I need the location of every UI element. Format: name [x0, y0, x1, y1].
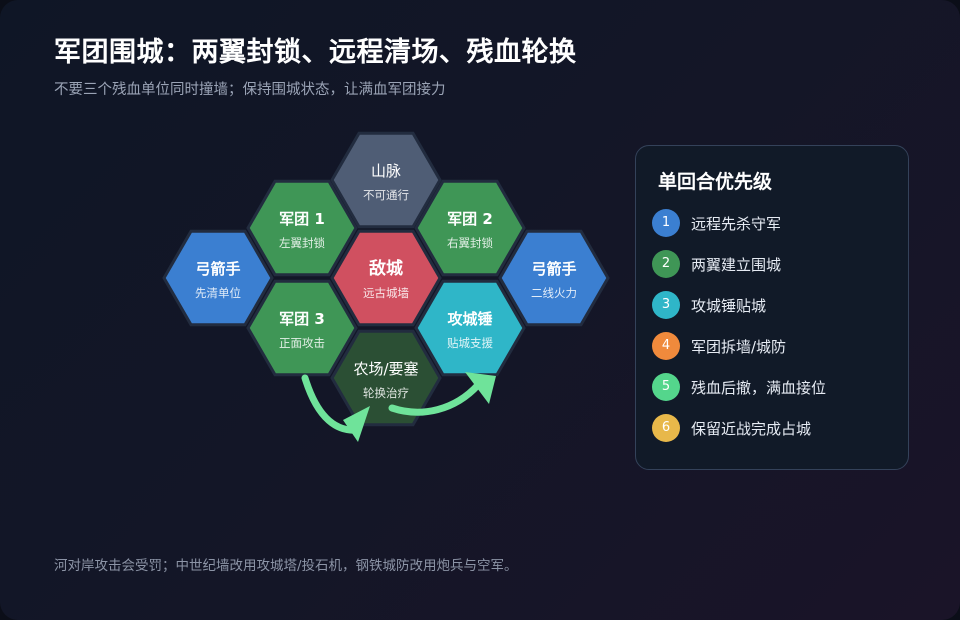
- priority-number-badge: 3: [652, 291, 680, 319]
- priority-label: 攻城锤贴城: [691, 297, 767, 315]
- hex-legion3: 军团 3 正面攻击: [246, 279, 358, 377]
- hex-tile: [330, 229, 442, 327]
- hex-tile: [162, 229, 274, 327]
- priority-number-badge: 4: [652, 332, 680, 360]
- hex-tile: [414, 279, 526, 377]
- hex-note: 先清单位: [195, 286, 241, 300]
- hex-name: 弓箭手: [531, 260, 576, 278]
- hex-name: 敌城: [369, 258, 403, 279]
- page-subtitle: 不要三个残血单位同时撞墙；保持围城状态，让满血军团接力: [54, 82, 446, 98]
- hex-tile: [330, 131, 442, 229]
- hex-note: 不可通行: [363, 188, 409, 202]
- priority-number-badge: 2: [652, 250, 680, 278]
- hex-note: 二线火力: [531, 286, 577, 300]
- arrowhead-right-icon: [465, 372, 496, 404]
- priority-panel: 单回合优先级 1 远程先杀守军 2 两翼建立围城 3 攻城锤贴城 4 军团拆墙/城防 5 残血后撤…: [635, 145, 909, 470]
- priority-number-badge: 1: [652, 209, 680, 237]
- priority-number-badge: 6: [652, 414, 680, 442]
- hex-tile: [498, 229, 610, 327]
- hex-note: 贴城支援: [447, 336, 493, 350]
- priority-label: 保留近战完成占城: [691, 420, 812, 438]
- priority-label: 远程先杀守军: [691, 215, 782, 233]
- hex-name: 农场/要塞: [353, 360, 418, 378]
- hex-note: 右翼封锁: [447, 236, 493, 250]
- hex-name: 弓箭手: [195, 260, 240, 278]
- priority-panel-title: 单回合优先级: [658, 171, 773, 193]
- rotation-arrows: [301, 372, 496, 442]
- priority-label: 两翼建立围城: [691, 256, 782, 274]
- hex-name: 军团 1: [279, 210, 325, 228]
- hex-note: 正面攻击: [279, 336, 325, 350]
- hex-name: 山脉: [371, 162, 401, 180]
- hex-name: 攻城锤: [447, 310, 492, 328]
- hex-note: 远古城墙: [363, 286, 409, 300]
- hex-note: 轮换治疗: [363, 386, 409, 400]
- rotation-arrow-right: [388, 381, 482, 416]
- hex-legion2: 军团 2 右翼封锁: [414, 179, 526, 277]
- arrowhead-left-icon: [343, 406, 370, 442]
- page-title: 军团围城：两翼封锁、远程清场、残血轮换: [54, 37, 577, 68]
- hex-tile: [246, 179, 358, 277]
- priority-number-badge: 5: [652, 373, 680, 401]
- hex-note: 左翼封锁: [279, 236, 325, 250]
- hex-legion1: 军团 1 左翼封锁: [246, 179, 358, 277]
- hex-tile: [246, 279, 358, 377]
- hex-name: 军团 3: [279, 310, 325, 328]
- hex-tile: [414, 179, 526, 277]
- footer-note: 河对岸攻击会受罚；中世纪墙改用攻城塔/投石机，钢铁城防改用炮兵与空军。: [54, 558, 518, 574]
- priority-label: 军团拆墙/城防: [691, 338, 787, 356]
- priority-label: 残血后撤，满血接位: [691, 379, 827, 397]
- hex-name: 军团 2: [447, 210, 493, 228]
